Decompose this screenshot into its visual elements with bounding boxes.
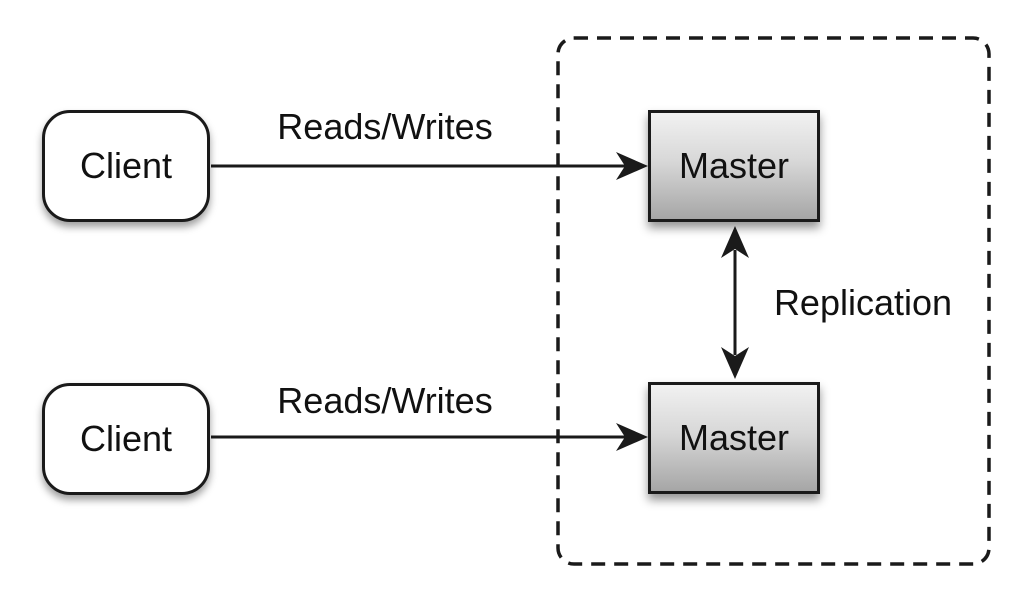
master-top-label: Master [678, 145, 790, 186]
replication-label: Replication [773, 282, 953, 323]
reads-writes-arrow-bottom [211, 423, 648, 451]
client-top-label: Client [79, 145, 173, 186]
reads-writes-bottom-label: Reads/Writes [277, 380, 493, 421]
master-bottom-node: Master [648, 382, 820, 494]
replication-group-border [556, 36, 991, 566]
replication-arrow [721, 226, 749, 379]
client-bottom-node: Client [42, 383, 210, 495]
master-top-node: Master [648, 110, 820, 222]
client-bottom-label: Client [79, 418, 173, 459]
client-top-node: Client [42, 110, 210, 222]
master-bottom-label: Master [678, 417, 790, 458]
reads-writes-top-label: Reads/Writes [277, 106, 493, 147]
reads-writes-arrow-top [211, 152, 648, 180]
